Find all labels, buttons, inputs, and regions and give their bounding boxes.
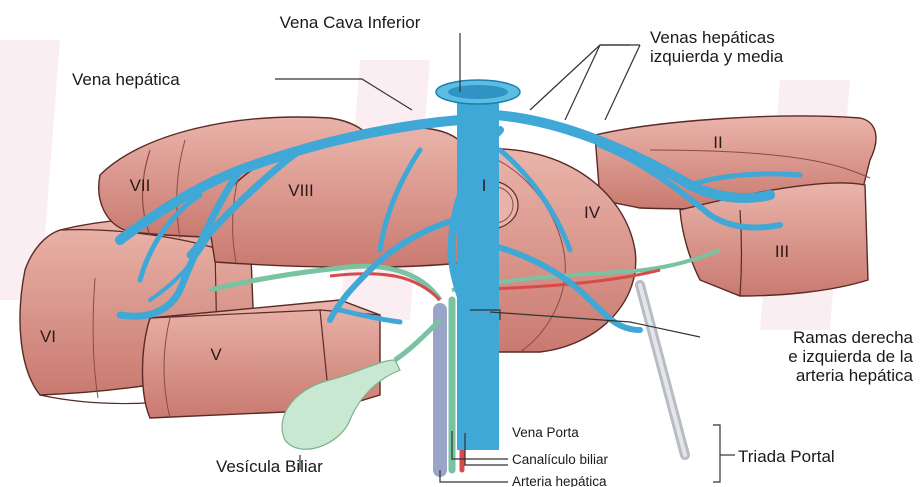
segment-label-vii: VII <box>130 176 151 195</box>
segment-label-v: V <box>210 345 222 364</box>
label-ramas-1: Ramas derecha <box>793 328 914 347</box>
segment-label-iii: III <box>775 242 789 261</box>
label-triada-portal: Triada Portal <box>738 447 835 466</box>
segment-label-vi: VI <box>40 327 56 346</box>
label-vena-hepatica: Vena hepática <box>72 70 180 89</box>
label-venas-hepaticas-2: izquierda y media <box>650 47 784 66</box>
label-vena-porta: Vena Porta <box>512 425 579 440</box>
label-ramas-2: e izquierda de la <box>788 347 913 366</box>
segment-label-iv: IV <box>584 203 601 222</box>
label-canaliculo-biliar: Canalículo biliar <box>512 452 609 467</box>
label-ramas-3: arteria hepática <box>796 366 914 385</box>
label-vesicula-biliar: Vesícula Biliar <box>216 457 323 476</box>
segment-label-ii: II <box>713 133 722 152</box>
segment-label-viii: VIII <box>288 181 314 200</box>
label-vena-cava-inferior: Vena Cava Inferior <box>280 13 421 32</box>
label-venas-hepaticas-1: Venas hepáticas <box>650 28 775 47</box>
label-arteria-hepatica: Arteria hepática <box>512 474 607 487</box>
segment-label-i: I <box>482 176 487 195</box>
ligament-tube <box>640 285 685 455</box>
